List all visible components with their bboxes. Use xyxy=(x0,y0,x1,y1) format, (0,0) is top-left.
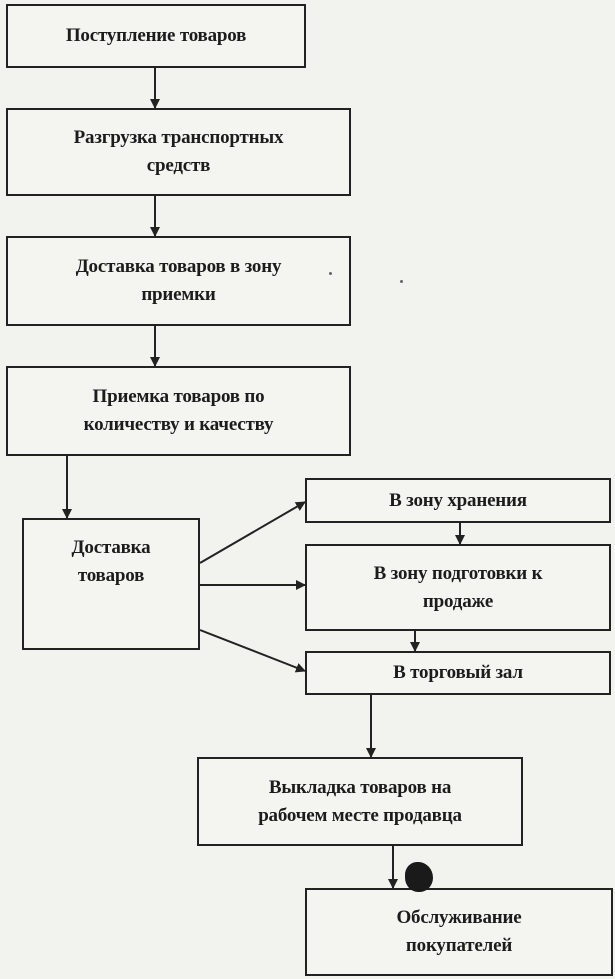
node-storage-zone: В зону хранения xyxy=(305,478,611,523)
node-label: продаже xyxy=(422,590,494,612)
node-unloading: Разгрузка транспортных средств xyxy=(6,108,351,196)
node-label: покупателей xyxy=(405,935,513,956)
node-label: Выкладка товаров на xyxy=(268,776,452,798)
node-label: В торговый зал xyxy=(393,662,523,683)
node-label: количеству и качеству xyxy=(83,414,274,435)
node-label: приемки xyxy=(141,284,216,305)
node-label: средств xyxy=(146,155,211,176)
node-label: Разгрузка транспортных xyxy=(73,127,284,148)
ink-blot xyxy=(405,862,433,892)
node-label: Приемка товаров по xyxy=(92,386,265,407)
node-label: В зону подготовки к xyxy=(373,562,543,584)
node-delivery-acceptance-zone: Доставка товаров в зону приемки xyxy=(6,236,351,326)
node-acceptance: Приемка товаров по количеству и качеству xyxy=(6,366,351,456)
arrow-delivery-to-sales-floor xyxy=(199,629,306,673)
arrow-delivery-to-storage xyxy=(199,501,306,564)
node-label: рабочем месте продавца xyxy=(258,804,462,826)
node-sales-floor: В торговый зал xyxy=(305,651,611,695)
scan-speck xyxy=(329,272,332,275)
node-label: Обслуживание xyxy=(396,907,522,928)
scan-speck xyxy=(400,280,403,283)
node-service: Обслуживание покупателей xyxy=(305,888,613,976)
node-label: Доставка товаров в зону xyxy=(75,256,282,277)
node-delivery: Доставка товаров xyxy=(22,518,200,650)
node-prep-zone: В зону подготовки к продаже xyxy=(305,544,611,631)
node-label: товаров xyxy=(77,565,145,586)
node-receipt: Поступление товаров xyxy=(6,4,306,68)
node-display: Выкладка товаров на рабочем месте продав… xyxy=(197,757,523,846)
node-label: Доставка xyxy=(71,537,151,558)
node-label: В зону хранения xyxy=(389,489,527,511)
node-label: Поступление товаров xyxy=(65,25,247,46)
